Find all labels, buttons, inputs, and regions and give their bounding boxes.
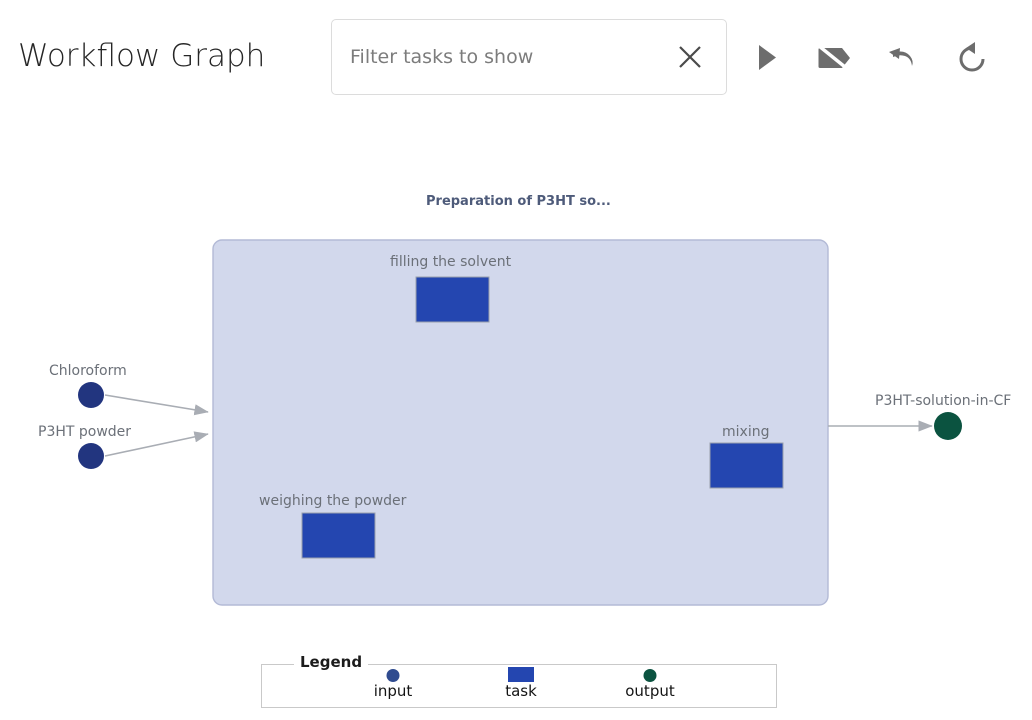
filter-container (331, 19, 727, 95)
input-label-p3ht-powder: P3HT powder (38, 424, 132, 440)
reset-button[interactable] (950, 36, 994, 80)
legend-label-input: input (373, 682, 413, 700)
label-off-button[interactable] (812, 36, 856, 80)
graph-edges-layer (78, 239, 962, 606)
task-node-mixing (709, 442, 784, 489)
input-dot-icon (386, 669, 400, 682)
page-title: Workflow Graph (18, 38, 266, 74)
filter-input[interactable] (350, 20, 650, 94)
legend-item-task: task (461, 667, 581, 700)
task-label-mixing: mixing (722, 424, 770, 440)
legend-item-output: output (590, 669, 710, 700)
output-node-p3ht-solution-in-cf (934, 412, 962, 440)
output-dot-icon (643, 669, 657, 682)
task-node-weighing-the-powder (301, 512, 376, 559)
undo-button[interactable] (880, 36, 924, 80)
close-x-icon[interactable] (674, 41, 706, 73)
legend: Legend input task output (261, 653, 777, 708)
input-node-chloroform (78, 382, 104, 408)
rotate-left-icon (959, 42, 985, 72)
legend-title: Legend (294, 653, 369, 671)
header-bar: Workflow Graph (0, 0, 1032, 110)
undo-arrow-icon (889, 48, 913, 66)
input-label-chloroform: Chloroform (49, 363, 127, 379)
edge-chloroform-to-cluster (104, 394, 209, 416)
legend-label-task: task (505, 682, 537, 700)
task-label-weighing-the-powder: weighing the powder (259, 493, 407, 509)
label-off-icon (817, 44, 852, 73)
output-label-p3ht-solution-in-cf: P3HT-solution-in-CF (875, 393, 1012, 409)
play-triangle-icon (759, 45, 776, 70)
task-rect-icon (508, 667, 534, 682)
legend-item-input: input (333, 669, 453, 700)
cluster-title: Preparation of P3HT so... (426, 194, 611, 209)
task-label-filling-the-solvent: filling the solvent (390, 254, 512, 270)
input-node-p3ht-powder (78, 443, 104, 469)
workflow-graph-canvas[interactable]: Preparation of P3HT so... Chloroform P3H… (0, 110, 1032, 640)
task-node-filling-the-solvent (415, 276, 490, 323)
legend-label-output: output (625, 682, 675, 700)
edge-p3ht-powder-to-cluster (104, 431, 209, 457)
run-button[interactable] (744, 36, 788, 80)
